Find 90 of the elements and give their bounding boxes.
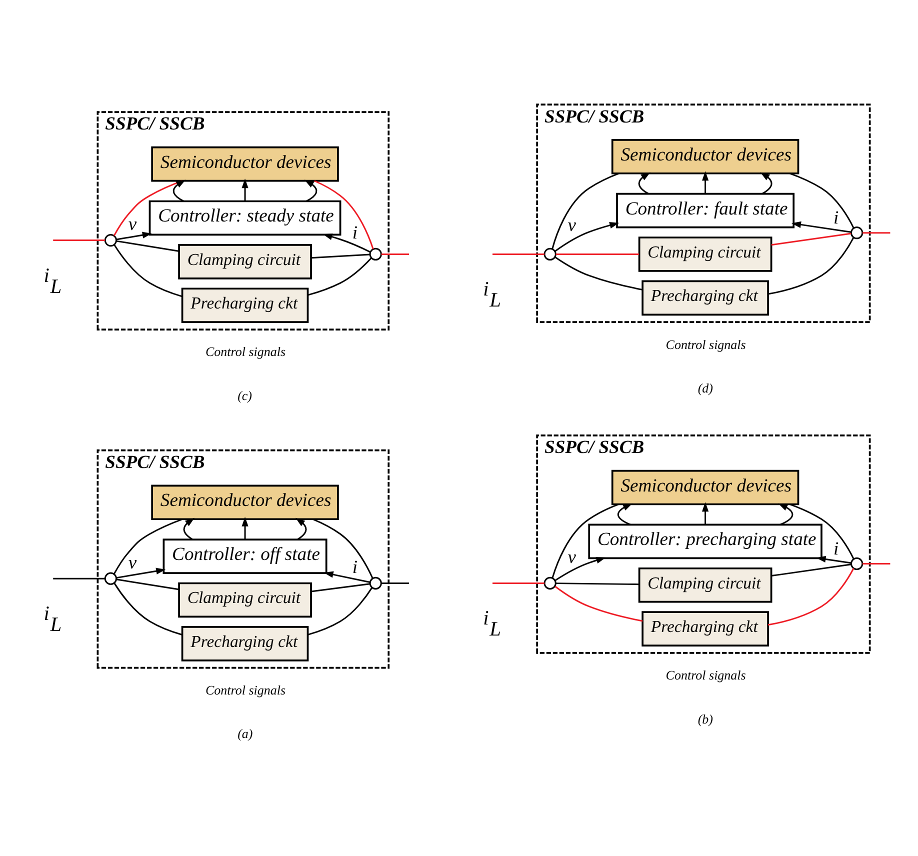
arrow [638, 172, 650, 194]
node-box: Precharging ckt [642, 280, 769, 316]
edge-label: i [834, 207, 839, 228]
arrow [116, 231, 152, 240]
connector [310, 582, 370, 592]
arrow [702, 170, 709, 194]
node-box: Precharging ckt [181, 287, 309, 322]
connector [53, 577, 106, 579]
edge-label: v [128, 552, 137, 573]
arrow [242, 516, 248, 539]
connector [768, 236, 854, 294]
arrow [791, 220, 852, 232]
arrow [554, 222, 620, 252]
connector [768, 568, 854, 626]
connector [790, 503, 854, 559]
label: (a) [238, 726, 253, 741]
connector [552, 503, 619, 578]
edge-label: v [128, 214, 137, 235]
node-box: Semiconductor devices [611, 138, 800, 174]
node-box: Precharging ckt [642, 610, 769, 646]
connector [862, 562, 890, 564]
node-circle [850, 556, 864, 570]
connector [381, 252, 410, 254]
connector [381, 582, 410, 584]
connector [790, 172, 854, 228]
connector [113, 180, 183, 236]
connector [114, 244, 182, 297]
connector [311, 253, 370, 258]
connector [554, 585, 643, 622]
arrow [702, 502, 709, 524]
connector [492, 252, 544, 254]
label: Control signals [206, 682, 286, 698]
arrow [304, 179, 318, 202]
connector [556, 582, 639, 585]
arrow [172, 179, 186, 202]
node-box: Controller: precharging state [588, 523, 822, 559]
node-box: Clamping circuit [638, 236, 772, 272]
connector [113, 518, 183, 574]
node-circle [850, 226, 864, 239]
connector [312, 518, 374, 578]
node-box: Semiconductor devices [151, 146, 339, 182]
node-box: Controller: fault state [616, 192, 795, 228]
connector [554, 256, 643, 290]
connector [53, 239, 106, 241]
edge-label: v [568, 214, 576, 236]
arrow [760, 172, 772, 194]
label: Control signals [666, 667, 746, 682]
node-circle [369, 576, 382, 590]
arrow [296, 517, 307, 540]
edge-label: i [352, 556, 358, 578]
node-box: Semiconductor devices [611, 469, 800, 505]
arrow [816, 555, 852, 564]
arrow [183, 517, 194, 540]
arrow [554, 556, 606, 581]
connector [116, 578, 179, 590]
edge-label: i [352, 222, 358, 243]
node-circle [544, 576, 556, 590]
connector [771, 232, 852, 246]
connector [771, 563, 852, 576]
connector [308, 586, 373, 635]
node-box: Semiconductor devices [151, 484, 339, 520]
connector [114, 582, 182, 635]
arrow [242, 178, 248, 201]
edge-label: v [568, 546, 576, 568]
node-box: Precharging ckt [181, 626, 309, 661]
connector [556, 252, 639, 254]
label: (c) [238, 387, 252, 402]
node-box: Controller: steady state [148, 200, 342, 236]
label: (b) [698, 710, 714, 726]
arrow [322, 233, 371, 252]
node-box: Clamping circuit [178, 582, 312, 618]
edge-label: i [834, 538, 839, 559]
node-circle [104, 233, 118, 246]
arrow [116, 567, 166, 578]
node-box: Controller: off state [162, 538, 328, 574]
node-circle [544, 247, 556, 260]
arrow [324, 570, 370, 582]
connector [862, 232, 890, 234]
connector [552, 172, 620, 249]
node-box: Clamping circuit [638, 566, 772, 602]
node-circle [104, 572, 118, 584]
label: (d) [698, 380, 714, 395]
connector [314, 180, 374, 249]
label: Control signals [206, 344, 286, 359]
node-circle [369, 247, 382, 260]
connector [308, 257, 372, 296]
connector [116, 240, 179, 252]
label: Control signals [666, 336, 746, 352]
node-box: Clamping circuit [178, 244, 312, 279]
connector [492, 582, 544, 584]
